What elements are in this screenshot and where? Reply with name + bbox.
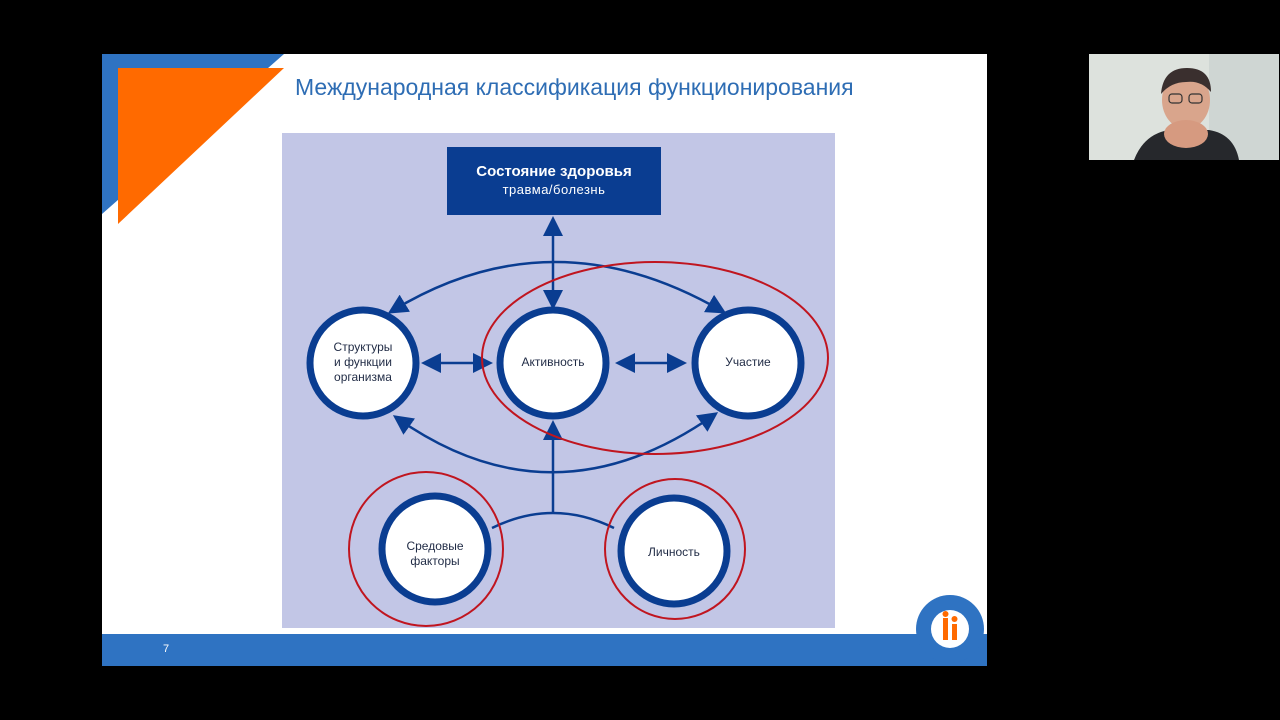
node-participation-ring [691,306,805,420]
node-environment-line: Средовые [406,539,464,553]
highlight-activity-participation [481,261,829,455]
slide-corner-decoration [102,54,284,224]
node-body-line: и функции [334,355,392,369]
physical-rehabilitation-logo [916,595,984,663]
participant-video[interactable] [1089,54,1279,160]
node-environment-ring [378,492,492,606]
slide-footer-bar: 7 [102,634,987,666]
context-connector [491,511,615,530]
node-personal-ring [617,494,731,608]
node-activity-label: Активность [521,355,585,369]
slide-title: Международная классификация функциониров… [295,74,854,100]
health-condition-box: Состояние здоровья травма/болезнь [447,147,661,215]
health-condition-title: Состояние здоровья [476,163,632,180]
node-personal-label: Личность [648,545,700,559]
participant-silhouette [1089,54,1279,160]
node-environment-line: факторы [410,554,460,568]
node-body-line: организма [334,370,392,384]
arc-bottom [392,412,719,474]
icf-diagram: Состояние здоровья травма/болезнь Структ… [282,133,835,628]
highlight-environment [348,471,504,627]
arc-top [387,260,727,314]
node-body-label: Структуры и функции организма [313,340,413,385]
page-number: 7 [163,643,170,655]
node-body-ring [306,306,420,420]
node-activity-ring [496,306,610,420]
node-body-line: Структуры [333,340,393,354]
node-participation-label: Участие [725,355,771,369]
node-environment-label: Средовые факторы [385,539,485,569]
health-condition-subtitle: травма/болезнь [502,182,606,197]
presentation-slide: Международная классификация функциониров… [102,54,987,666]
icf-diagram-graphics [306,216,829,627]
highlight-personal [604,478,746,620]
